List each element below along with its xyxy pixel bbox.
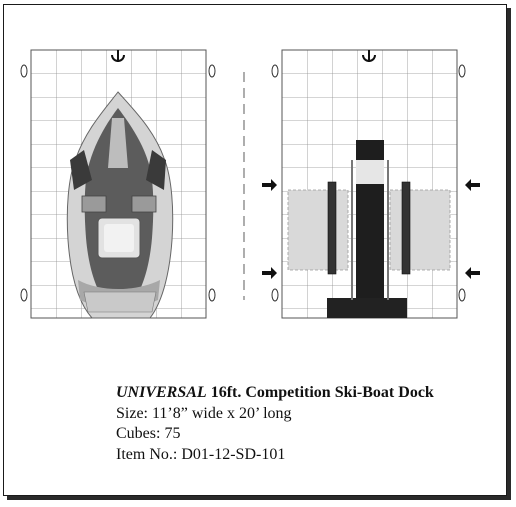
item-line: Item No.: D01-12-SD-101 [116, 445, 496, 466]
size-line: Size: 11’8” wide x 20’ long [116, 404, 496, 425]
cleat-icon [458, 64, 466, 78]
cleat-icon [208, 288, 216, 302]
cubes-value: 75 [164, 425, 181, 442]
left-finger [327, 181, 337, 275]
arrow-right-icon [262, 267, 277, 279]
rear-platform [327, 298, 407, 318]
left-slot [287, 189, 349, 271]
cleat-icon [20, 64, 28, 78]
right-dock-grid [281, 49, 458, 319]
rotation-icon [111, 50, 125, 62]
product-caption: UNIVERSAL 16ft. Competition Ski-Boat Doc… [116, 383, 496, 465]
size-value: 11’8” wide x 20’ long [152, 404, 292, 422]
cleat-icon [271, 288, 279, 302]
cleat-icon [20, 288, 28, 302]
product-title: 16ft. Competition Ski-Boat Dock [210, 384, 434, 401]
arrow-right-icon [262, 179, 277, 191]
item-label: Item No.: [116, 445, 178, 463]
size-label: Size: [116, 404, 148, 422]
ski-boat-drawing [66, 91, 174, 319]
right-slot [389, 189, 451, 271]
cubes-label: Cubes: [116, 425, 161, 442]
product-heading: UNIVERSAL 16ft. Competition Ski-Boat Doc… [116, 383, 496, 404]
product-brand: UNIVERSAL [116, 384, 207, 401]
arrow-left-icon [465, 179, 480, 191]
cubes-line: Cubes: 75 [116, 424, 496, 445]
arrow-left-icon [465, 267, 480, 279]
cleat-icon [458, 288, 466, 302]
cleat-icon [271, 64, 279, 78]
cleat-icon [208, 64, 216, 78]
right-finger [401, 181, 411, 275]
item-value: D01-12-SD-101 [181, 445, 286, 463]
rotation-icon [362, 50, 376, 62]
